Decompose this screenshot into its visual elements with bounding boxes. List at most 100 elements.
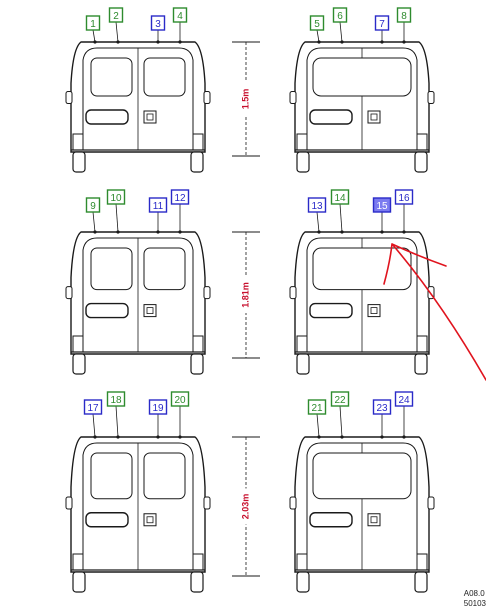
right-rear-window [143, 57, 186, 97]
left-mirror [65, 496, 73, 510]
right-tail-light [416, 335, 428, 353]
attach-point [178, 230, 182, 234]
callout-number: 23 [376, 403, 388, 414]
callout-number: 15 [376, 201, 388, 212]
callout-box [394, 391, 414, 407]
callout-box [394, 189, 414, 205]
attach-point [317, 230, 321, 234]
left-wheel [296, 151, 310, 173]
left-tail-light [296, 335, 308, 353]
left-wheel [296, 571, 310, 593]
attach-point [402, 40, 406, 44]
attach-point [178, 435, 182, 439]
right-tail-light [416, 133, 428, 151]
attach-point [93, 40, 97, 44]
callout-box [396, 7, 412, 23]
attach-point [93, 435, 97, 439]
leader-line [316, 211, 320, 233]
lock [370, 516, 378, 524]
dimension-label: 1.5m [240, 89, 250, 110]
callout-number: 3 [155, 19, 161, 30]
right-wheel [190, 151, 204, 173]
height-dimension: 1.81m [232, 231, 260, 359]
left-mirror [65, 91, 73, 105]
attach-point [156, 40, 160, 44]
left-wheel [72, 151, 86, 173]
callout-box [372, 197, 392, 213]
callout-number: 10 [110, 193, 122, 204]
attach-point [340, 230, 344, 234]
lock [146, 516, 154, 524]
callout-number: 8 [401, 11, 407, 22]
leader-line [92, 29, 96, 43]
right-tail-light [416, 553, 428, 571]
attach-point [380, 230, 384, 234]
callout-box [330, 189, 350, 205]
attach-point [93, 230, 97, 234]
left-tail-light [296, 553, 308, 571]
right-mirror [203, 496, 211, 510]
attach-point [116, 435, 120, 439]
callout-box [170, 391, 190, 407]
callout-box [108, 7, 124, 23]
leader-line [115, 21, 119, 43]
right-wheel [190, 353, 204, 375]
reference-line-1: A08.0 [463, 589, 485, 598]
left-mirror [289, 496, 297, 510]
attach-point [116, 40, 120, 44]
height-dimension: 2.03m [232, 436, 260, 577]
lock [146, 113, 154, 121]
leader-line [316, 413, 320, 438]
callout-box [85, 15, 101, 31]
right-wheel [190, 571, 204, 593]
lock [370, 113, 378, 121]
number-plate-recess [85, 512, 129, 528]
red-annotation [383, 243, 486, 381]
left-tail-light [72, 133, 84, 151]
height-dimension: 1.5m [232, 41, 260, 157]
callout-number: 2 [113, 11, 119, 22]
number-plate-recess [85, 302, 129, 319]
callout-number: 9 [90, 201, 96, 212]
callout-number: 20 [174, 395, 186, 406]
callout-number: 14 [334, 193, 346, 204]
left-tail-light [72, 553, 84, 571]
callout-number: 12 [174, 193, 186, 204]
callout-box [106, 391, 126, 407]
leader-line [115, 405, 119, 438]
left-wheel [296, 353, 310, 375]
callout-box [148, 197, 168, 213]
rear-window [312, 57, 412, 97]
left-wheel [72, 353, 86, 375]
attach-point [317, 435, 321, 439]
right-mirror [203, 286, 211, 300]
van-medium-split: 9 10 11 12 [65, 189, 211, 375]
attach-point [402, 230, 406, 234]
right-tail-light [192, 133, 204, 151]
rear-window [312, 452, 412, 500]
right-mirror [427, 496, 435, 510]
callout-number: 11 [153, 201, 164, 212]
callout-number: 21 [311, 403, 323, 414]
number-plate-recess [309, 512, 353, 528]
left-mirror [65, 286, 73, 300]
callout-box [372, 399, 392, 415]
callout-number: 6 [337, 11, 343, 22]
dimension-label: 1.81m [240, 282, 250, 308]
right-wheel [414, 353, 428, 375]
left-tail-light [296, 133, 308, 151]
left-tail-light [72, 335, 84, 353]
callout-box [106, 189, 126, 205]
left-rear-window [90, 452, 133, 500]
callout-number: 16 [398, 193, 410, 204]
leader-line [115, 203, 119, 233]
callout-box [374, 15, 390, 31]
right-tail-light [192, 335, 204, 353]
callout-box [309, 15, 325, 31]
